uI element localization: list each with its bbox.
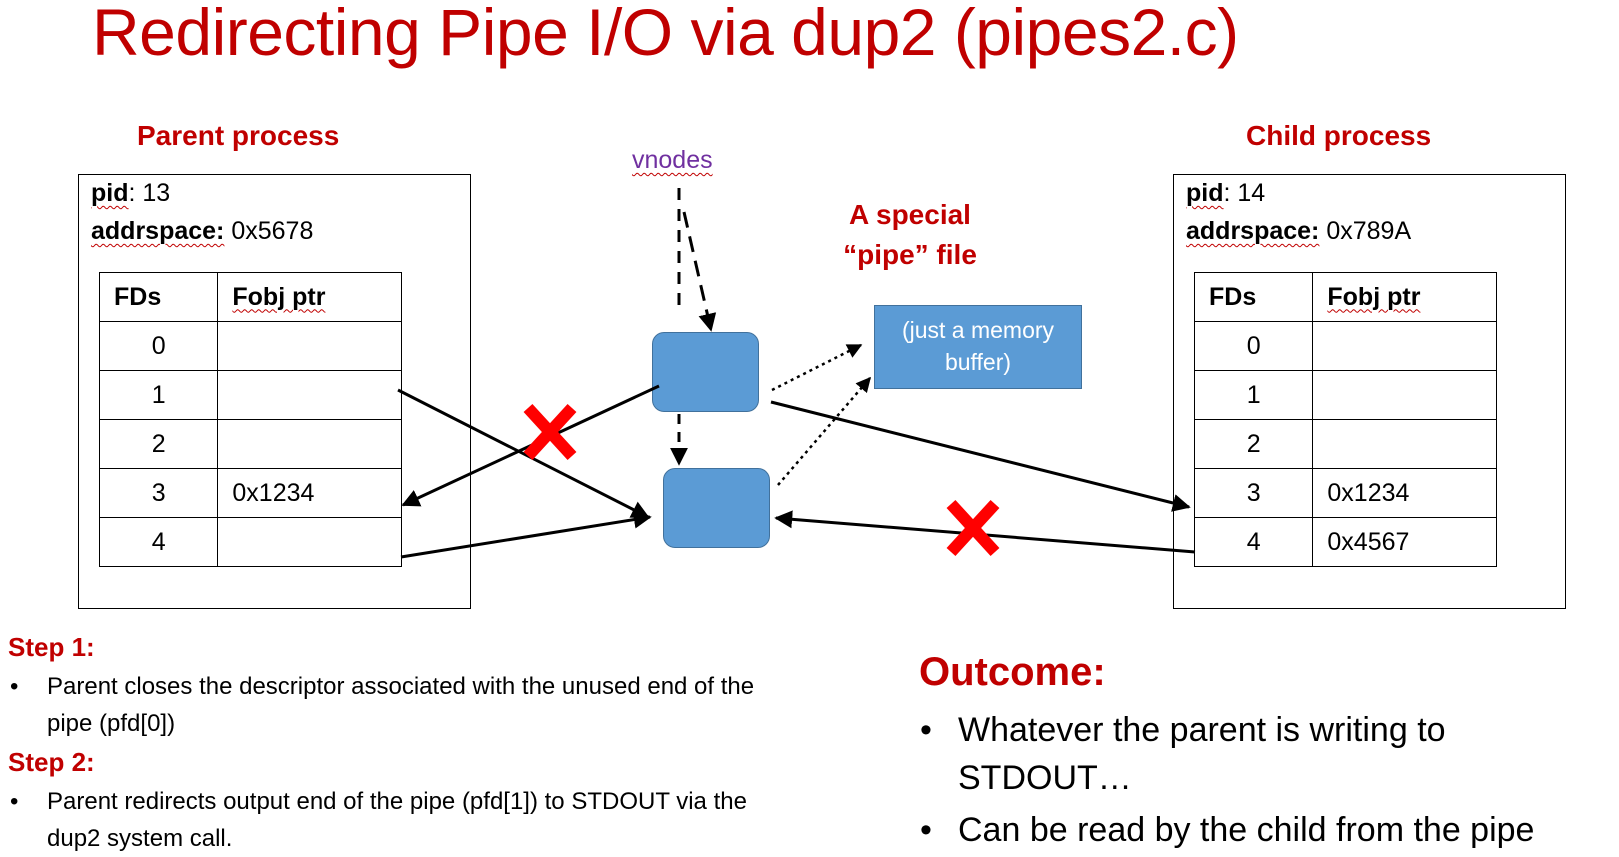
bullet-dot-icon: • bbox=[920, 711, 932, 749]
fd-number: 3 bbox=[98, 468, 219, 518]
fd-number: 0 bbox=[1193, 321, 1314, 371]
fobj-ptr bbox=[1312, 370, 1497, 420]
fd-number: 1 bbox=[98, 370, 219, 420]
child-addrspace: addrspace: 0x789A bbox=[1186, 217, 1412, 245]
fd-number: 1 bbox=[1193, 370, 1314, 420]
fd-number: 2 bbox=[98, 419, 219, 469]
vnodes-dashed-arrow bbox=[682, 211, 717, 332]
fobj-ptr: 0x1234 bbox=[1312, 468, 1497, 518]
fd-number: 3 bbox=[1193, 468, 1314, 518]
step-2-title: Step 2: bbox=[8, 747, 95, 777]
bullet-dot-icon: • bbox=[920, 811, 932, 849]
parent-addrspace: addrspace: 0x5678 bbox=[91, 217, 314, 245]
fd-number: 4 bbox=[1193, 517, 1314, 567]
parent-process-box: pid: 13 addrspace: 0x5678 FDs Fobj ptr 0… bbox=[78, 174, 471, 609]
vnode-read-end bbox=[652, 332, 759, 412]
vnode-write-end bbox=[663, 468, 770, 548]
child-pid: pid: 14 bbox=[1186, 179, 1266, 207]
fobj-ptr bbox=[217, 419, 402, 469]
arrow-parent-fd1-to-write-vnode bbox=[397, 388, 650, 519]
step-2-bullet: • Parent redirects output end of the pip… bbox=[10, 783, 747, 857]
pipe-file-line-1: A special bbox=[849, 199, 971, 230]
pipe-file-line-2: “pipe” file bbox=[843, 239, 977, 270]
fd-number: 4 bbox=[98, 517, 219, 567]
fobj-ptr: 0x4567 bbox=[1312, 517, 1497, 567]
close-cross-icon-child bbox=[946, 499, 1000, 557]
fobj-ptr bbox=[217, 517, 402, 567]
dotted-arrow-read-to-buffer bbox=[771, 343, 863, 392]
close-cross-icon-parent bbox=[523, 403, 577, 461]
fobj-ptr bbox=[217, 370, 402, 420]
slide-title: Redirecting Pipe I/O via dup2 (pipes2.c) bbox=[92, 0, 1239, 69]
step-1-bullet: • Parent closes the descriptor associate… bbox=[10, 668, 787, 742]
fd-column-header: FDs bbox=[98, 272, 219, 322]
outcome-bullet-1: • Whatever the parent is writing to STDO… bbox=[920, 706, 1558, 802]
outcome-title: Outcome: bbox=[919, 650, 1106, 694]
table-row: 1 bbox=[1193, 370, 1497, 420]
table-row: 4 bbox=[98, 517, 402, 567]
memory-buffer-box: (just a memory buffer) bbox=[874, 305, 1082, 389]
step-1-title: Step 1: bbox=[8, 632, 95, 662]
parent-process-heading: Parent process bbox=[137, 120, 340, 151]
vnodes-label: vnodes bbox=[632, 146, 713, 174]
outcome-bullet-2: • Can be read by the child from the pipe bbox=[920, 806, 1618, 854]
fobj-ptr: 0x1234 bbox=[217, 468, 402, 518]
bullet-dot-icon: • bbox=[10, 673, 19, 700]
dotted-arrow-write-to-buffer bbox=[777, 376, 871, 486]
pipe-file-label: A special “pipe” file bbox=[820, 195, 1000, 275]
fobj-ptr bbox=[217, 321, 402, 371]
table-row: 2 bbox=[98, 419, 402, 469]
child-process-box: pid: 14 addrspace: 0x789A FDs Fobj ptr 0… bbox=[1173, 174, 1566, 609]
arrow-parent-fd4-to-write-vnode bbox=[400, 510, 652, 559]
child-process-heading: Child process bbox=[1246, 120, 1432, 151]
bullet-dot-icon: • bbox=[10, 788, 19, 815]
parent-pid: pid: 13 bbox=[91, 179, 171, 207]
table-row: 1 bbox=[98, 370, 402, 420]
arrow-read-vnode-to-child-fd3 bbox=[770, 400, 1191, 512]
